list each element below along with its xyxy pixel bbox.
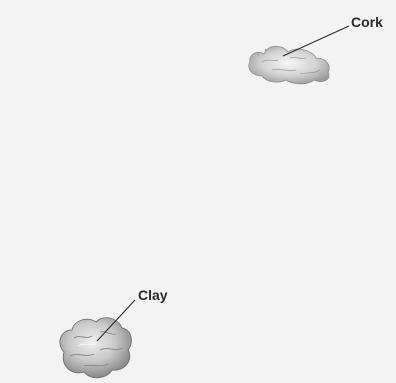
cork-leader-line — [283, 26, 349, 56]
cork-object — [249, 46, 330, 84]
clay-label: Clay — [138, 288, 168, 302]
clay-object — [60, 318, 132, 378]
cork-label: Cork — [351, 15, 383, 29]
